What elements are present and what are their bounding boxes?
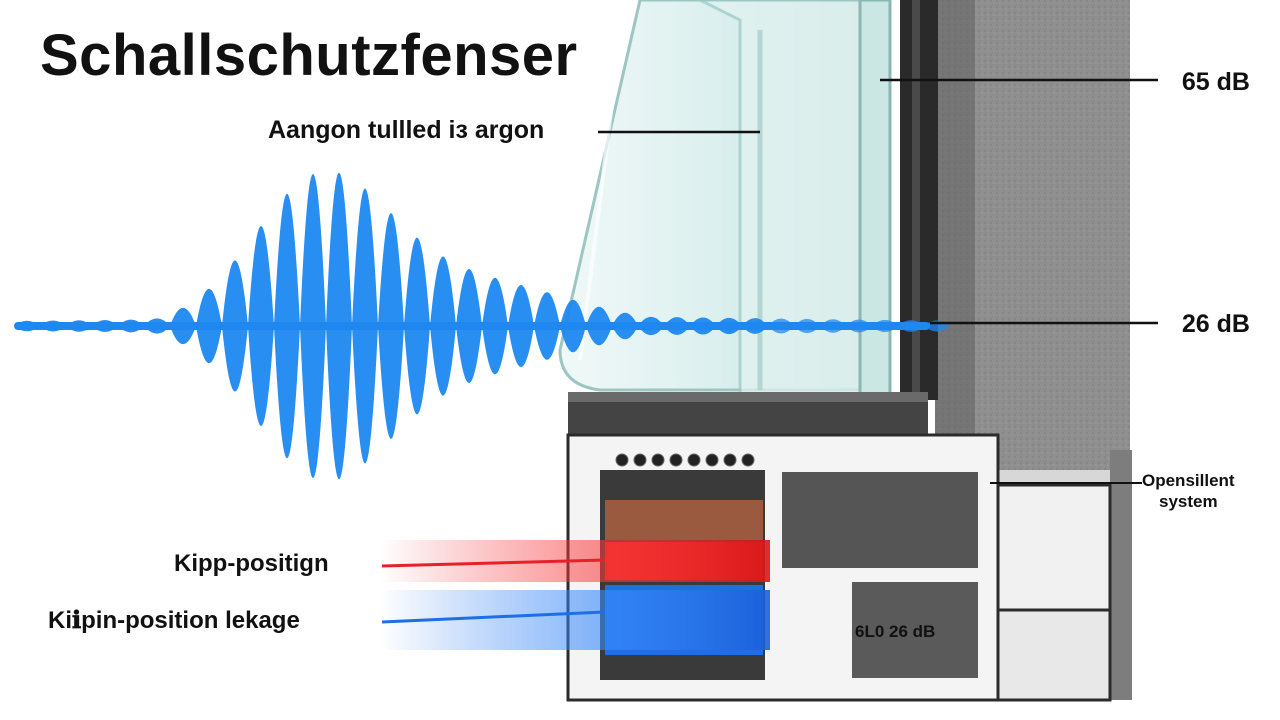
- tilt-leakage-label: Kiℹpin-position lekage: [48, 607, 300, 634]
- wall-shadow: [935, 0, 975, 470]
- seal-system-line1: Opensillent: [1142, 471, 1235, 490]
- frame-top-bar-light: [568, 392, 928, 402]
- seal-system-label: Opensillent system: [1142, 470, 1235, 512]
- glass-highlight: [578, 39, 622, 361]
- inside-level-label: 26 dB: [1181, 310, 1250, 338]
- frame-outer-ext: [996, 483, 1112, 612]
- glass-pane-inner: [858, 0, 892, 412]
- leader-leak: [381, 610, 606, 624]
- gasket-row: [615, 453, 755, 467]
- frame-rating-label: 6L0 26 dB: [855, 622, 936, 641]
- frame-outer-base: [996, 608, 1112, 702]
- sound-wave-axis: [14, 322, 930, 330]
- foam-brown: [605, 500, 763, 540]
- frame-upright-mid: [912, 0, 920, 400]
- outside-level-label: 65 dB: [1181, 68, 1250, 96]
- leader-tilt: [381, 558, 606, 568]
- gas-fill-label: Aangon tullled iз argon: [268, 116, 545, 144]
- frame-chamber-right: [778, 468, 982, 572]
- seal-system-line2: system: [1158, 492, 1218, 511]
- wall-edge: [1110, 450, 1132, 700]
- tilt-position-label: Kipp-positign: [174, 550, 329, 577]
- frame-chamber-low: [848, 578, 982, 682]
- diagram-title: Schallschutzfenser: [40, 23, 578, 88]
- sound-wave: [14, 172, 950, 480]
